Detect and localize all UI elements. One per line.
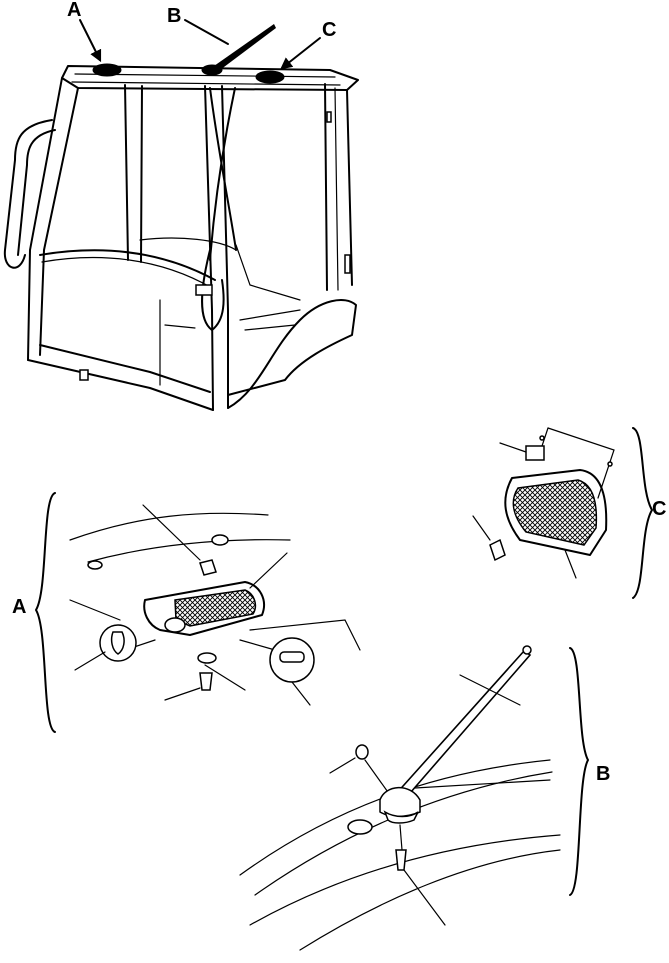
callout-c-top: C [322, 19, 337, 41]
callout-b-side: B [596, 763, 611, 785]
callout-a-side: A [12, 596, 27, 618]
callout-c-side: C [652, 498, 667, 520]
detail-c-speaker [472, 427, 653, 599]
detail-a-dome-light [35, 492, 361, 733]
detail-b-antenna [239, 645, 589, 951]
callout-a-top: A [67, 0, 82, 21]
cab-overview [3, 19, 359, 411]
callout-b-top: B [167, 5, 182, 27]
